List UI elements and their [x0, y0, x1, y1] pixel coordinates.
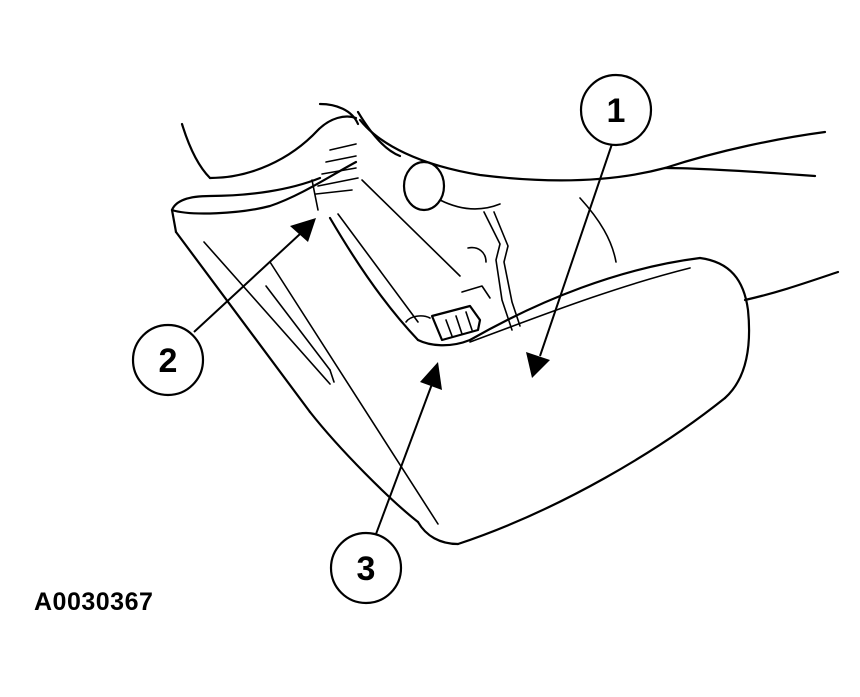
callout-2-circle — [131, 323, 205, 397]
callout-1-circle — [579, 73, 653, 147]
callout-1: 1 — [526, 73, 653, 378]
callout-3: 3 — [329, 362, 442, 605]
callout-3-circle — [329, 531, 403, 605]
seat-upper-shell — [180, 102, 840, 302]
callout-1-label: 1 — [607, 92, 626, 130]
callout-3-label: 3 — [357, 550, 376, 588]
callout-2: 2 — [131, 218, 316, 397]
figure-id-label: A0030367 — [34, 588, 154, 616]
bracket-mechanism — [337, 160, 521, 342]
side-trim-panel — [170, 176, 751, 546]
callout-2-label: 2 — [159, 342, 178, 380]
upper-bolster — [170, 115, 359, 215]
